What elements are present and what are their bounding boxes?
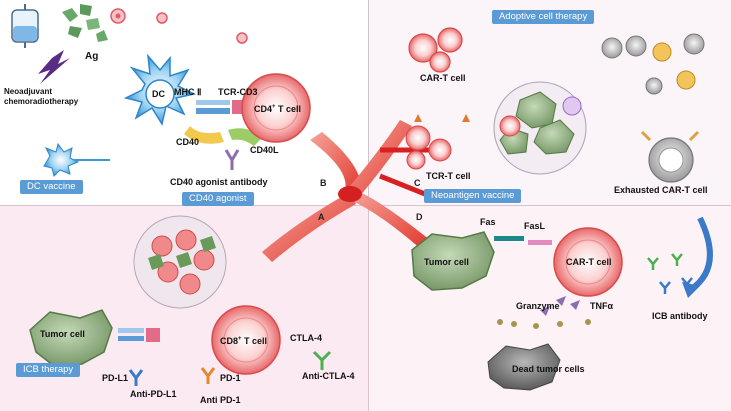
label-tcr-t-cell: TCR-T cell (426, 171, 471, 181)
icb-antibody-icon (647, 253, 693, 294)
lightning-icon (38, 50, 70, 84)
label-car-t-cell-top: CAR-T cell (420, 73, 466, 83)
label-tumor-cell-right: Tumor cell (424, 257, 469, 267)
dc-vaccine-icon (43, 142, 110, 177)
iv-bag-icon (11, 4, 39, 48)
label-neoadjuvant-2: chemoradiotherapy (4, 97, 79, 106)
anti-ctla4-antibody-icon (312, 350, 332, 370)
dead-tumor-cells-icon (487, 343, 561, 391)
label-dc: DC (152, 89, 165, 99)
label-cd40-agonist-antibody: CD40 agonist antibody (170, 177, 268, 187)
letter-d: D (416, 212, 423, 222)
tcr-t-cells-icon (405, 114, 470, 170)
granzyme-icon (540, 296, 580, 316)
label-car-t-cell-bottom: CAR-T cell (566, 257, 612, 267)
letter-a: A (318, 212, 325, 222)
label-cd4-t-cell: CD4+ T cell (254, 104, 302, 114)
label-dead-tumor-cells: Dead tumor cells (512, 364, 585, 374)
letter-b: B (320, 178, 327, 188)
antigen-cluster-icon (62, 4, 168, 42)
badge-neoantigen-vaccine: Neoantigen vaccine (424, 189, 522, 204)
label-tumor-cell-left: Tumor cell (40, 329, 85, 339)
label-icb-antibody: ICB antibody (652, 311, 708, 321)
dendritic-cell-icon (123, 53, 197, 126)
label-neoadjuvant-1: Neoadjuvant (4, 87, 53, 96)
label-tcr-cd3: TCR-CD3 (218, 87, 258, 97)
label-pd-1: PD-1 (220, 373, 241, 383)
label-cd40: CD40 (176, 137, 200, 147)
letter-c: C (414, 178, 421, 188)
label-anti-pd-l1: Anti-PD-L1 (130, 389, 177, 399)
exhausted-car-t-cell-icon (640, 130, 700, 183)
label-fas: Fas (480, 217, 496, 227)
label-cd40l: CD40L (250, 145, 279, 155)
badge-cd40-agonist: CD40 agonist (182, 192, 254, 207)
label-mhc-ii: MHC Ⅱ (174, 87, 202, 97)
anti-pd-l1-antibody-icon (128, 369, 144, 386)
curved-arrow-icon (688, 216, 713, 293)
icb-tumor-cell-icon (29, 309, 113, 367)
blood-vessel-network (262, 120, 441, 262)
label-fasl: FasL (524, 221, 546, 231)
cd40-agonist-antibody-icon (224, 149, 240, 170)
label-cd8-t-cell: CD8+ T cell (220, 336, 268, 346)
cd4-t-cell-icon (241, 73, 311, 143)
car-t-cell-icon (553, 227, 623, 297)
car-t-cells-icon (408, 27, 463, 73)
label-granzyme: Granzyme (516, 301, 560, 311)
label-ag: Ag (85, 51, 99, 62)
tnf-alpha-icon (497, 319, 591, 329)
label-pd-l1: PD-L1 (102, 373, 129, 383)
immune-cells-cluster-icon (601, 33, 705, 95)
badge-adoptive-cell-therapy: Adoptive cell therapy (492, 10, 595, 25)
badge-icb-therapy: ICB therapy (16, 363, 81, 378)
car-t-tumor-cell-icon (411, 231, 495, 291)
label-anti-pd-1: Anti PD-1 (200, 395, 241, 405)
tumor-mass-icon (133, 215, 227, 309)
label-ctla-4: CTLA-4 (290, 333, 322, 343)
tumor-microenvironment-icon (493, 81, 587, 175)
anti-pd-1-antibody-icon (200, 367, 216, 384)
label-anti-ctla-4: Anti-CTLA-4 (302, 371, 355, 381)
cd8-t-cell-icon (211, 305, 281, 375)
label-exhausted-car-t-cell: Exhausted CAR-T cell (614, 185, 708, 195)
badge-dc-vaccine: DC vaccine (20, 180, 83, 195)
label-tnf-alpha: TNFα (590, 301, 614, 311)
